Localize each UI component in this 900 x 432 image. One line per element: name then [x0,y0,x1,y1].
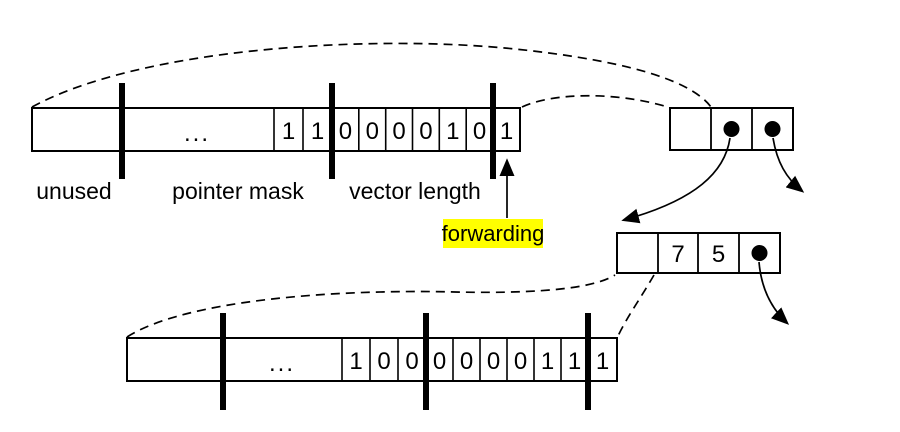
bit-cell-value: 0 [433,348,446,375]
bit-cell-value: 0 [392,118,405,145]
ellipsis: ... [269,350,295,377]
bit-cell-value: 1 [541,348,554,375]
forwarding-callout: forwarding [442,158,545,248]
forwarding-highlight [443,219,543,248]
bottom-header-word-box [126,337,618,382]
pointer-dot-icon [723,121,740,137]
bit-cell-value: 0 [339,118,352,145]
record-value: 7 [671,241,684,268]
pointer-arrow-offscreen-bottom [758,261,790,325]
bit-cell-value: 0 [366,118,379,145]
bit-cell-value: 0 [473,118,486,145]
bit-cell-value: 0 [419,118,432,145]
dashed-link-top-left [31,42,712,108]
bit-cell-value: 1 [349,348,362,375]
pointer-dot-icon [764,121,781,137]
bit-cell-value: 0 [487,348,500,375]
vector-length-label: vector length [349,178,481,204]
bit-cell-value: 0 [514,348,527,375]
dashed-link-top-right [521,94,669,108]
forwarding-bit-value: 1 [500,118,513,145]
bit-cell-value: 0 [377,348,390,375]
forwarding-label: forwarding [442,221,545,246]
pointer-mask-label: pointer mask [172,178,304,204]
ellipsis: ... [184,120,210,147]
record-value: 5 [712,241,725,268]
bottom-header-word: ... 1 0 0 0 0 0 0 1 1 1 [126,313,618,410]
forwarding-bit-value: 1 [596,348,609,375]
pointer-dot-icon [751,245,768,261]
bit-cell-value: 1 [446,118,459,145]
dashed-link-bottom-right [617,274,655,337]
pointer-arrow-to-middle-record [621,137,731,224]
bit-cell-value: 0 [460,348,473,375]
bit-cell-value: 1 [311,118,324,145]
bit-cell-value: 0 [405,348,418,375]
top-record [669,107,794,151]
bit-cell-value: 1 [282,118,295,145]
dashed-link-bottom-left [126,274,616,338]
pointer-arrow-offscreen-top [772,137,805,193]
top-header-word: ... 1 1 0 0 0 0 1 0 1 unused pointer mas… [31,83,521,204]
bit-cell-value: 1 [568,348,581,375]
middle-record: 7 5 [616,232,781,274]
unused-label: unused [36,178,111,204]
